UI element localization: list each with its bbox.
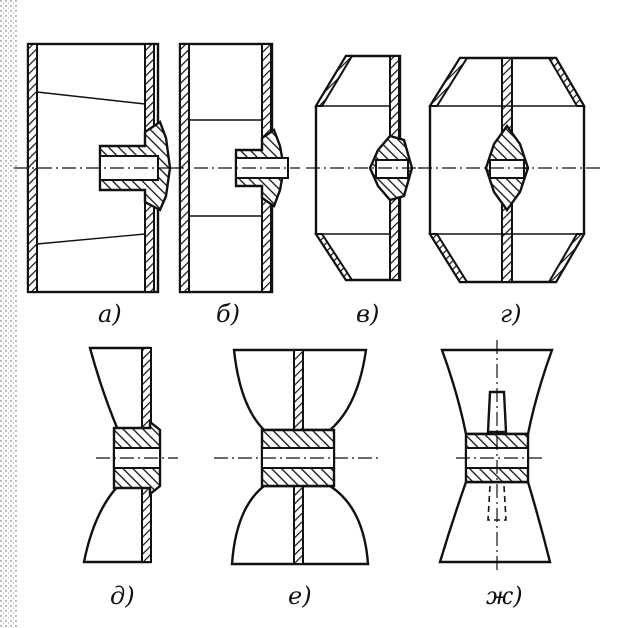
label-d: д) — [110, 582, 135, 610]
variant-b-drawing — [170, 42, 300, 294]
variant-v-drawing — [306, 54, 424, 282]
variant-g-drawing — [418, 56, 600, 284]
label-g: г) — [500, 300, 522, 328]
variant-zh-drawing — [438, 340, 554, 572]
label-zh: ж) — [486, 582, 523, 610]
label-a: а) — [98, 300, 122, 328]
scan-edge — [0, 0, 18, 628]
variant-a-drawing — [14, 42, 182, 294]
label-v: в) — [356, 300, 379, 328]
label-b: б) — [216, 300, 240, 328]
variant-e-drawing — [214, 348, 380, 566]
label-e: е) — [288, 582, 312, 610]
variant-d-drawing — [82, 346, 178, 564]
